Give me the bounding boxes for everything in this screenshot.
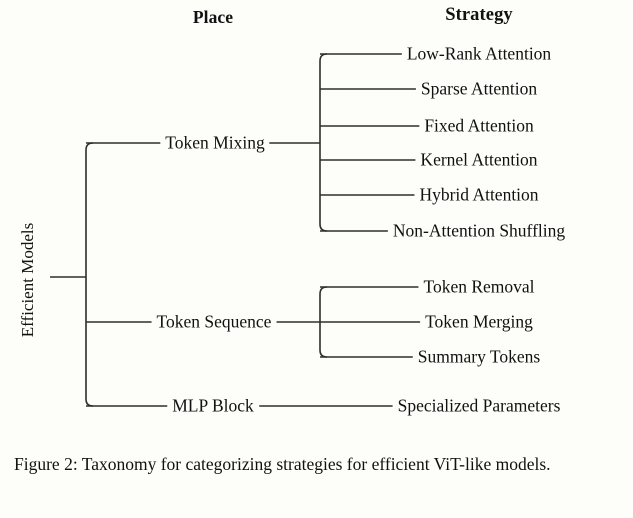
strategy-node-token-removal: Token Removal xyxy=(418,278,540,296)
column-header-strategy: Strategy xyxy=(445,5,513,25)
strategy-node-sparse-attention: Sparse Attention xyxy=(415,80,543,98)
strategy-node-summary-tokens: Summary Tokens xyxy=(412,348,546,366)
place-node-token-sequence: Token Sequence xyxy=(151,313,277,331)
strategy-node-low-rank-attention: Low-Rank Attention xyxy=(401,45,557,63)
place-node-token-mixing: Token Mixing xyxy=(160,134,270,152)
root-node-label-efficient-models: Efficient Models xyxy=(18,222,37,338)
bracket-token-sequence xyxy=(319,286,328,358)
figure-caption: Figure 2: Taxonomy for categorizing stra… xyxy=(14,454,551,474)
strategy-node-hybrid-attention: Hybrid Attention xyxy=(414,186,544,204)
strategy-node-non-attention-shuffling: Non-Attention Shuffling xyxy=(387,222,571,240)
strategy-node-kernel-attention: Kernel Attention xyxy=(415,151,543,169)
bracket-root xyxy=(85,142,94,407)
column-header-place: Place xyxy=(192,7,234,27)
strategy-node-fixed-attention: Fixed Attention xyxy=(419,117,539,135)
strategy-node-token-merging: Token Merging xyxy=(420,313,538,331)
strategy-node-specialized-parameters: Specialized Parameters xyxy=(392,397,566,415)
bracket-token-mixing xyxy=(319,53,328,232)
place-node-mlp-block: MLP Block xyxy=(167,397,259,415)
